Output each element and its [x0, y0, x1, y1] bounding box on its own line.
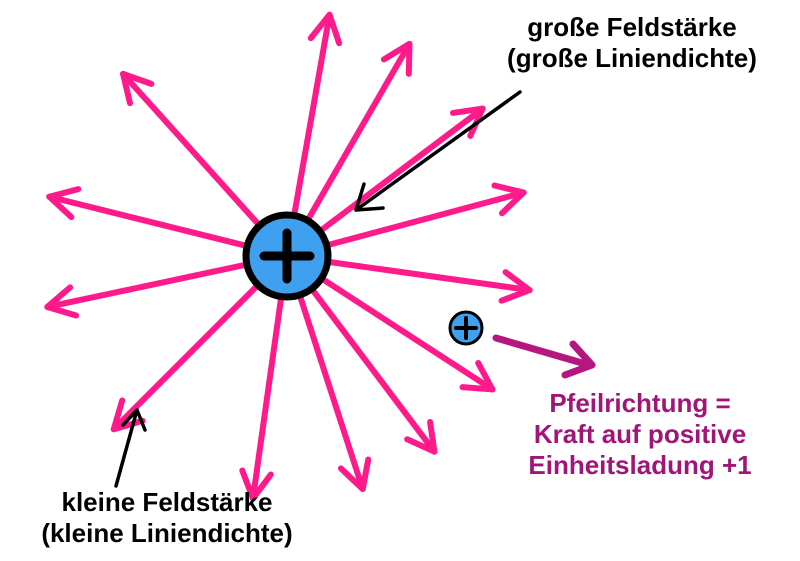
- field-line-arrowhead: [337, 456, 372, 493]
- label-arrow-direction-line2: Kraft auf positive: [533, 419, 747, 449]
- field-line-8: [296, 292, 372, 493]
- label-strong-field: große Feldstärke (große Liniendichte): [482, 12, 782, 74]
- source-charge: [242, 211, 332, 301]
- field-line-7: [309, 286, 438, 455]
- field-line-arrowhead: [44, 284, 80, 319]
- label-arrow-direction-line3: Einheitsladung +1: [528, 450, 752, 480]
- field-line-shaft: [44, 261, 249, 310]
- field-line-shaft: [296, 292, 366, 493]
- field-line-13: [120, 70, 262, 228]
- label-weak-field-line1: kleine Feldstärke: [61, 487, 273, 517]
- field-line-shaft: [120, 70, 262, 228]
- field-line-6: [319, 275, 496, 393]
- field-line-arrowhead: [120, 70, 155, 107]
- field-line-shaft: [319, 275, 496, 393]
- field-line-4: [324, 182, 527, 249]
- field-line-2: [305, 40, 413, 223]
- force-arrow-shaft: [492, 334, 593, 369]
- field-line-12: [46, 186, 250, 249]
- pointer-strong-field: [354, 90, 522, 212]
- field-line-11: [44, 261, 249, 319]
- field-line-arrowhead: [491, 182, 527, 217]
- field-line-shaft: [110, 282, 261, 433]
- field-line-arrowhead: [459, 360, 496, 393]
- field-line-arrowhead: [307, 11, 343, 47]
- field-line-arrowhead: [498, 269, 533, 304]
- field-line-shaft: [291, 11, 333, 218]
- label-weak-field-line2: (kleine Liniendichte): [41, 518, 293, 548]
- test-charge: [448, 310, 484, 346]
- field-line-shaft: [46, 193, 250, 249]
- force-arrow: [492, 334, 596, 379]
- label-strong-field-line2: (große Liniendichte): [507, 43, 757, 73]
- field-line-arrowhead: [46, 186, 82, 221]
- force-arrow-head: [561, 340, 596, 379]
- field-line-shaft: [309, 286, 438, 455]
- plus-sign-icon: [259, 228, 315, 284]
- label-arrow-direction: Pfeilrichtung = Kraft auf positive Einhe…: [492, 388, 788, 481]
- pointer-weak-field: [114, 408, 147, 488]
- pointer-strong-field-line: [354, 90, 522, 212]
- field-line-shaft: [249, 294, 285, 502]
- pointer-weak-field-line: [114, 408, 139, 488]
- pointer-strong-field-head: [354, 182, 385, 212]
- field-line-10: [110, 282, 261, 433]
- field-line-arrowhead: [239, 467, 274, 502]
- pointer-weak-field-head: [121, 408, 147, 432]
- field-line-arrowhead: [380, 40, 413, 77]
- field-line-shaft: [317, 105, 486, 234]
- field-line-5: [325, 258, 533, 304]
- field-line-1: [291, 11, 343, 218]
- label-arrow-direction-line1: Pfeilrichtung =: [549, 388, 731, 418]
- field-line-shaft: [305, 40, 413, 223]
- plus-sign-icon: [454, 316, 478, 340]
- field-line-arrowhead: [404, 418, 438, 455]
- field-line-shaft: [325, 258, 533, 294]
- label-strong-field-line1: große Feldstärke: [527, 12, 737, 42]
- field-line-9: [239, 294, 285, 502]
- field-line-shaft: [324, 189, 527, 249]
- label-weak-field: kleine Feldstärke (kleine Liniendichte): [4, 487, 330, 549]
